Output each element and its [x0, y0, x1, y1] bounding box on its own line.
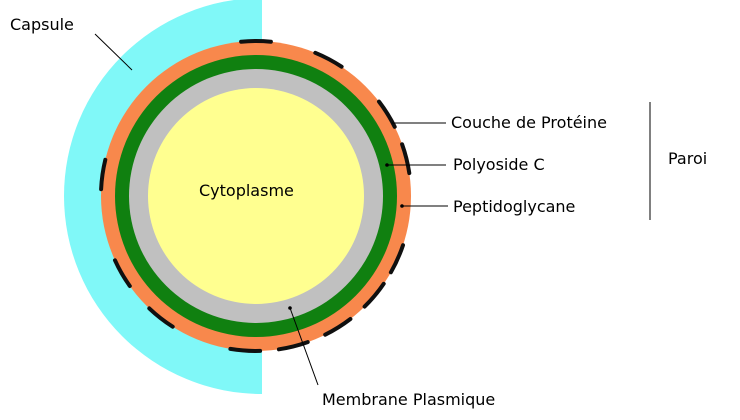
- wall-label: Paroi: [668, 149, 707, 168]
- protein-dash: [388, 243, 405, 275]
- protein-dash: [323, 317, 353, 337]
- plasma-membrane-label: Membrane Plasmique: [322, 390, 495, 409]
- polyoside-label: Polyoside C: [453, 155, 545, 174]
- protein-dash: [228, 346, 263, 353]
- protein-dash: [362, 281, 386, 309]
- protein-dash: [400, 142, 412, 176]
- capsule-label: Capsule: [10, 15, 74, 34]
- protein-dash: [239, 38, 273, 44]
- peptidoglycan-label: Peptidoglycane: [453, 197, 575, 216]
- peptidoglycan-dot: [400, 204, 404, 208]
- protein-dash: [113, 258, 132, 288]
- membrane-dot: [288, 306, 292, 310]
- polyoside-dot: [385, 163, 389, 167]
- protein-dash: [377, 99, 397, 129]
- protein-dash: [276, 340, 310, 352]
- protein-dashes: [99, 38, 412, 353]
- capsule-leader: [94, 33, 133, 71]
- cytoplasm-label: Cytoplasme: [199, 181, 294, 200]
- protein-dash: [313, 50, 344, 69]
- protein-layer-label: Couche de Protéine: [451, 113, 607, 132]
- protein-dash: [99, 157, 108, 192]
- protein-dash: [147, 306, 175, 329]
- membrane-leader: [289, 307, 319, 386]
- leader-lines: [94, 33, 651, 386]
- cytoplasm: [148, 88, 364, 304]
